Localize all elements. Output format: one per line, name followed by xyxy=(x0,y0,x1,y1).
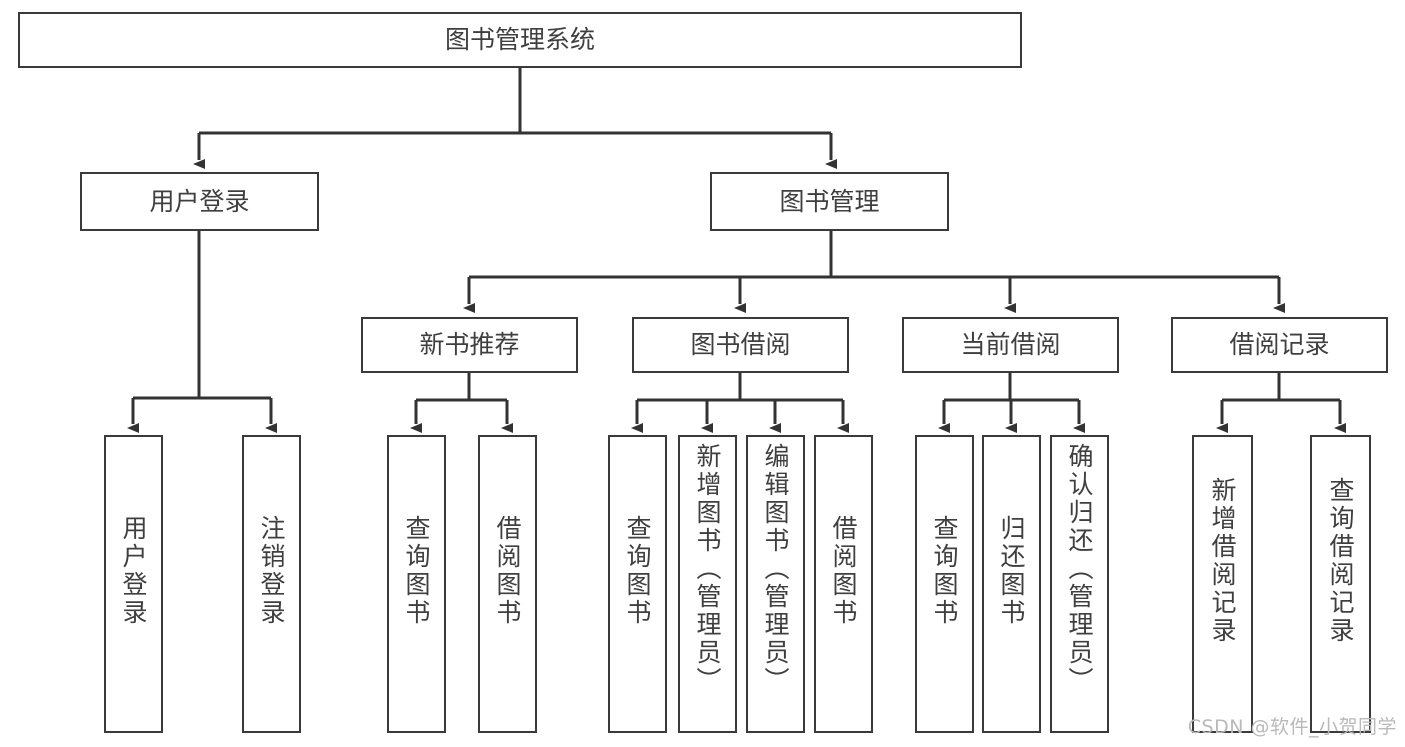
leaf-edit-book-admin[interactable]: 编辑图书（管理员） xyxy=(746,435,805,733)
node-label: 用户登录 xyxy=(119,515,148,627)
leaf-add-borrow-record[interactable]: 新增借阅记录 xyxy=(1192,435,1253,733)
node-label: 借阅图书 xyxy=(829,515,858,627)
leaf-query-book-new[interactable]: 查询图书 xyxy=(387,435,446,733)
node-label: 图书借阅 xyxy=(690,330,791,360)
leaf-user-login[interactable]: 用户登录 xyxy=(104,435,163,733)
leaf-logout-login[interactable]: 注销登录 xyxy=(242,435,301,733)
node-user-login[interactable]: 用户登录 xyxy=(80,172,319,231)
leaf-query-book-current[interactable]: 查询图书 xyxy=(915,435,974,733)
leaf-query-book-borrow[interactable]: 查询图书 xyxy=(608,435,667,733)
leaf-return-book[interactable]: 归还图书 xyxy=(982,435,1041,733)
node-current-borrow[interactable]: 当前借阅 xyxy=(902,317,1119,373)
node-label: 归还图书 xyxy=(997,515,1026,627)
node-label: 查询图书 xyxy=(623,515,652,627)
csdn-watermark: CSDN @软件_小贺同学 xyxy=(1187,716,1397,738)
node-label: 编辑图书（管理员） xyxy=(761,443,790,695)
node-label: 注销登录 xyxy=(257,515,286,627)
node-label: 查询借阅记录 xyxy=(1326,477,1355,645)
node-root-system[interactable]: 图书管理系统 xyxy=(18,12,1022,68)
leaf-add-book-admin[interactable]: 新增图书（管理员） xyxy=(678,435,737,733)
node-label: 当前借阅 xyxy=(960,330,1061,360)
leaf-confirm-return-admin[interactable]: 确认归还（管理员） xyxy=(1050,435,1109,733)
node-label: 新增借阅记录 xyxy=(1208,477,1237,645)
node-book-management[interactable]: 图书管理 xyxy=(710,172,949,231)
node-label: 确认归还（管理员） xyxy=(1065,443,1094,695)
node-label: 借阅图书 xyxy=(493,515,522,627)
leaf-borrow-book-new[interactable]: 借阅图书 xyxy=(478,435,537,733)
node-label: 新增图书（管理员） xyxy=(693,443,722,695)
node-label: 图书管理 xyxy=(779,186,880,216)
node-label: 查询图书 xyxy=(930,515,959,627)
leaf-borrow-book[interactable]: 借阅图书 xyxy=(814,435,873,733)
node-label: 查询图书 xyxy=(402,515,431,627)
node-label: 图书管理系统 xyxy=(444,25,595,55)
node-new-book-recommend[interactable]: 新书推荐 xyxy=(361,317,578,373)
node-borrow-record[interactable]: 借阅记录 xyxy=(1171,317,1388,373)
node-book-borrow[interactable]: 图书借阅 xyxy=(632,317,849,373)
node-label: 借阅记录 xyxy=(1229,330,1330,360)
leaf-query-borrow-record[interactable]: 查询借阅记录 xyxy=(1310,435,1371,733)
node-label: 新书推荐 xyxy=(419,330,520,360)
node-label: 用户登录 xyxy=(149,186,250,216)
